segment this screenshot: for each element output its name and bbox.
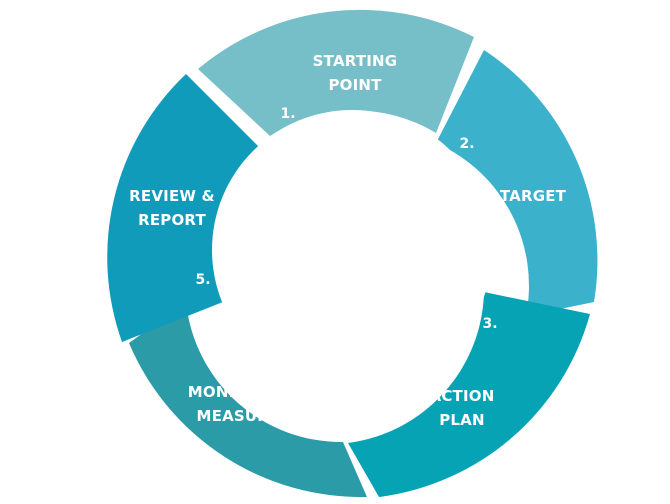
segment-target-number: 2.: [459, 136, 474, 152]
segment-starting-point-label-line1: STARTING: [313, 52, 398, 70]
center-circle: [212, 110, 492, 390]
segment-starting-point-label-line2: POINT: [328, 76, 382, 94]
segment-starting-point: [198, 9, 474, 137]
segment-action-plan-label-line1: ACTION: [430, 387, 495, 405]
segment-review-report-label-line2: REPORT: [138, 211, 206, 229]
segment-monitor-measure-label-line2: MEASURE: [197, 407, 280, 425]
segment-monitor-measure-label-line1: MONITOR &: [188, 383, 288, 401]
segment-target: [436, 50, 598, 316]
segment-action-plan-label-line2: PLAN: [439, 411, 485, 429]
segment-monitor-measure: [129, 302, 367, 498]
segment-review-report-number: 5.: [195, 272, 210, 288]
segment-review-report: [107, 74, 262, 342]
segment-action-plan-number: 3.: [482, 316, 497, 332]
segment-review-report-label-line1: REVIEW &: [129, 187, 215, 205]
segment-action-plan: [348, 292, 590, 497]
segment-starting-point-number: 1.: [280, 106, 295, 122]
segment-target-label: TARGET: [500, 187, 567, 205]
segment-monitor-measure-number: 4.: [323, 398, 338, 414]
